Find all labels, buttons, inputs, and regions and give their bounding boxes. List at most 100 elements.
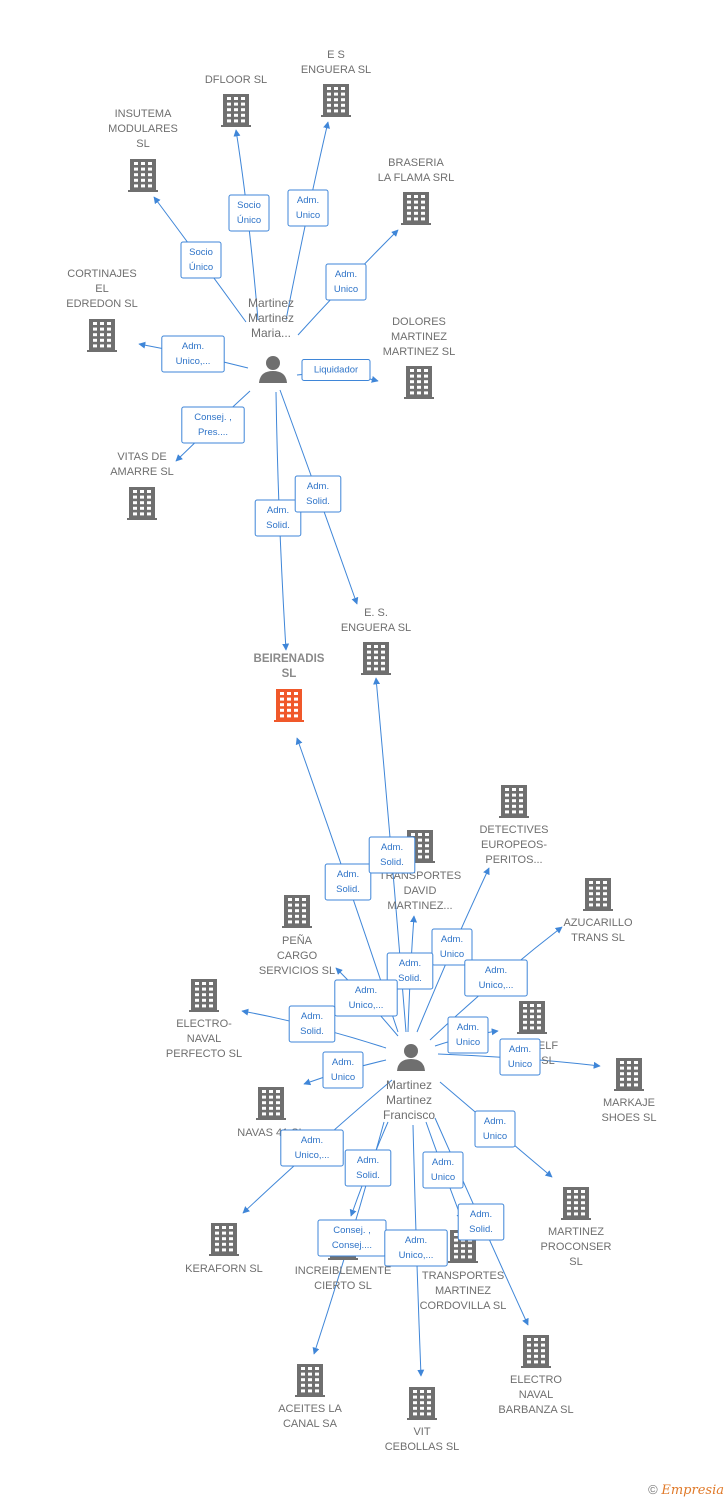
edge-label-p2-transdavid[interactable]: Adm.Solid. <box>386 952 434 990</box>
building-window <box>134 178 138 182</box>
edge-label-p1-braseria[interactable]: Adm.Unico <box>325 263 367 301</box>
company-node-keraforn[interactable]: KERAFORN SL <box>185 1223 263 1275</box>
building-window <box>295 914 299 918</box>
edge-label-p1-es2[interactable]: Adm.Solid. <box>294 475 342 513</box>
company-node-es2[interactable]: E. S.ENGUERA SL <box>341 607 411 675</box>
building-window <box>234 108 238 112</box>
building-window <box>202 982 206 985</box>
edge-label-p2-vit[interactable]: Adm.Unico,... <box>384 1229 448 1267</box>
person-node-p1[interactable]: MartinezMartinezMaria... <box>248 296 294 383</box>
edge-label-p2-detectives[interactable]: Adm.Unico <box>431 928 473 966</box>
edge-label-p2-pena[interactable]: Adm.Unico,... <box>334 979 398 1017</box>
building-window <box>541 1343 545 1347</box>
building-window <box>461 1244 465 1248</box>
building-window <box>147 512 151 516</box>
building-window <box>202 987 206 991</box>
building-window <box>512 799 516 803</box>
building-window <box>195 1004 199 1008</box>
edge-label-text: Adm. <box>457 1022 479 1033</box>
person-label: Martinez <box>386 1093 432 1107</box>
building-window <box>341 103 345 107</box>
company-node-detectives[interactable]: DETECTIVESEUROPEOS-PERITOS... <box>479 785 549 866</box>
building-window <box>541 1349 545 1353</box>
edge-label-text: Adm. <box>405 1235 427 1246</box>
company-label: TRANS SL <box>571 932 625 944</box>
edge-label-p2-increible[interactable]: Adm.Solid. <box>344 1149 392 1187</box>
edge-label-p2-elf[interactable]: Adm.Unico <box>447 1016 489 1054</box>
building-window <box>209 982 213 985</box>
building-window <box>241 113 245 117</box>
edge-label-p1-vitas[interactable]: Consej. ,Pres.... <box>181 406 245 444</box>
edge-label-p1-cortinajes[interactable]: Adm.Unico,... <box>161 335 225 373</box>
building-window <box>634 1061 638 1064</box>
edge-label-p1-esenguera[interactable]: Adm.Unico <box>287 189 329 227</box>
building-window <box>413 1412 417 1416</box>
building-window <box>519 804 523 808</box>
footer-brand[interactable]: © Empresia <box>648 1482 724 1498</box>
company-label: MARTINEZ <box>391 331 447 343</box>
building-window <box>523 1009 527 1013</box>
edge-label-p2-navas[interactable]: Adm.Unico <box>322 1051 364 1089</box>
building-window <box>567 1206 571 1210</box>
building-window <box>341 87 345 90</box>
edge-label-text: Adm. <box>470 1209 492 1220</box>
building-window <box>93 344 97 348</box>
edge-label-p2-es2[interactable]: Adm.Solid. <box>368 836 416 874</box>
building-window <box>413 1401 417 1405</box>
edge-label-p2-azucarillo[interactable]: Adm.Unico,... <box>464 959 528 997</box>
building-window <box>302 909 306 913</box>
building-window <box>534 1338 538 1341</box>
building-window <box>276 1090 280 1093</box>
building-base <box>221 125 251 127</box>
building-window <box>280 708 284 712</box>
building-window <box>427 1412 431 1416</box>
edge-label-text: Adm. <box>297 195 319 206</box>
edge-label-p2-keraforn[interactable]: Adm.Unico,... <box>280 1129 344 1167</box>
edge-label-p1-beirenadis[interactable]: Adm.Solid. <box>254 499 302 537</box>
building-window <box>100 327 104 331</box>
building-window <box>134 162 138 165</box>
building-base <box>405 861 435 863</box>
building-window <box>327 109 331 113</box>
building-window <box>620 1077 624 1081</box>
building-window <box>133 506 137 510</box>
building-window <box>596 892 600 896</box>
edge-label-p2-proconser[interactable]: Adm.Unico <box>474 1110 516 1148</box>
building-icon <box>127 487 157 520</box>
building-window <box>427 1406 431 1410</box>
edge-label-p1-dolores[interactable]: Liquidador <box>301 359 371 381</box>
edge-label-p2-beirenadis[interactable]: Adm.Solid. <box>324 863 372 901</box>
edge-label-p2-markaje[interactable]: Adm.Unico <box>499 1038 541 1076</box>
edge-label-p2-electrobarbanza[interactable]: Adm.Solid. <box>457 1203 505 1241</box>
copyright-symbol: © <box>648 1482 658 1497</box>
company-label: NAVAL <box>519 1389 553 1401</box>
edge-label-box <box>280 1129 344 1167</box>
company-node-dfloor[interactable]: DFLOOR SL <box>205 74 267 127</box>
edge-label-p2-transcordovilla[interactable]: Adm.Unico <box>422 1151 464 1189</box>
edge-label-p2-electronaval[interactable]: Adm.Solid. <box>288 1005 336 1043</box>
building-window <box>541 1354 545 1358</box>
edge-label-p2-aceites[interactable]: Consej. ,Consej.... <box>317 1219 387 1257</box>
building-window <box>519 793 523 797</box>
building-window <box>417 374 421 378</box>
